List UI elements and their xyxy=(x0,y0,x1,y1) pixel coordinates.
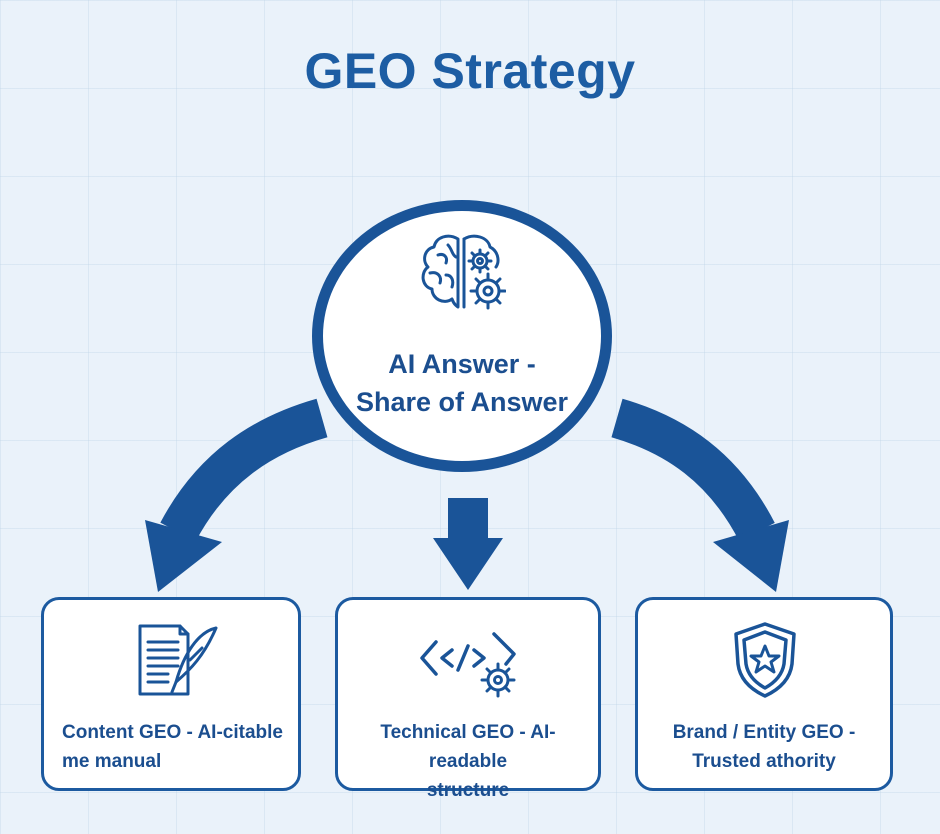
shield-star-icon xyxy=(734,622,796,698)
arrow-left-shaft xyxy=(160,398,328,542)
brain-gears-icon xyxy=(421,234,506,310)
card-label: Brand / Entity GEO - Trusted athority xyxy=(646,718,882,776)
arrow-right-shaft xyxy=(611,398,775,542)
card-label-line1: Content GEO - AI-citable xyxy=(62,722,283,743)
central-hub-circle: AI Answer - Share of Answer xyxy=(312,200,612,472)
document-quill-icon xyxy=(138,624,218,696)
code-gear-icon xyxy=(420,632,516,698)
card-label: Content GEO - AI-citable me manual xyxy=(62,718,290,776)
arrow-left-head xyxy=(145,520,222,592)
arrow-right-head xyxy=(713,520,789,592)
card-technical-geo: Technical GEO - AI-readable structure xyxy=(335,597,601,801)
card-label-line2: me manual xyxy=(62,751,162,772)
card-label-line2: Trusted athority xyxy=(692,751,836,772)
card-label-line1: Brand / Entity GEO - xyxy=(672,722,856,743)
card-label-line2: structure xyxy=(426,780,510,801)
diagram-title: GEO Strategy xyxy=(304,43,636,99)
card-label: Technical GEO - AI-readable structure xyxy=(346,718,590,805)
hub-label-line2: Share of Answer xyxy=(355,387,569,417)
arrow-center-head xyxy=(433,538,503,590)
hub-label: AI Answer - Share of Answer xyxy=(323,345,601,421)
card-content-geo: Content GEO - AI-citable me manual xyxy=(41,597,301,791)
hub-label-line1: AI Answer - xyxy=(388,349,536,379)
card-brand-entity-geo: Brand / Entity GEO - Trusted athority xyxy=(635,597,893,791)
card-label-line1: Technical GEO - AI-readable xyxy=(380,722,556,772)
